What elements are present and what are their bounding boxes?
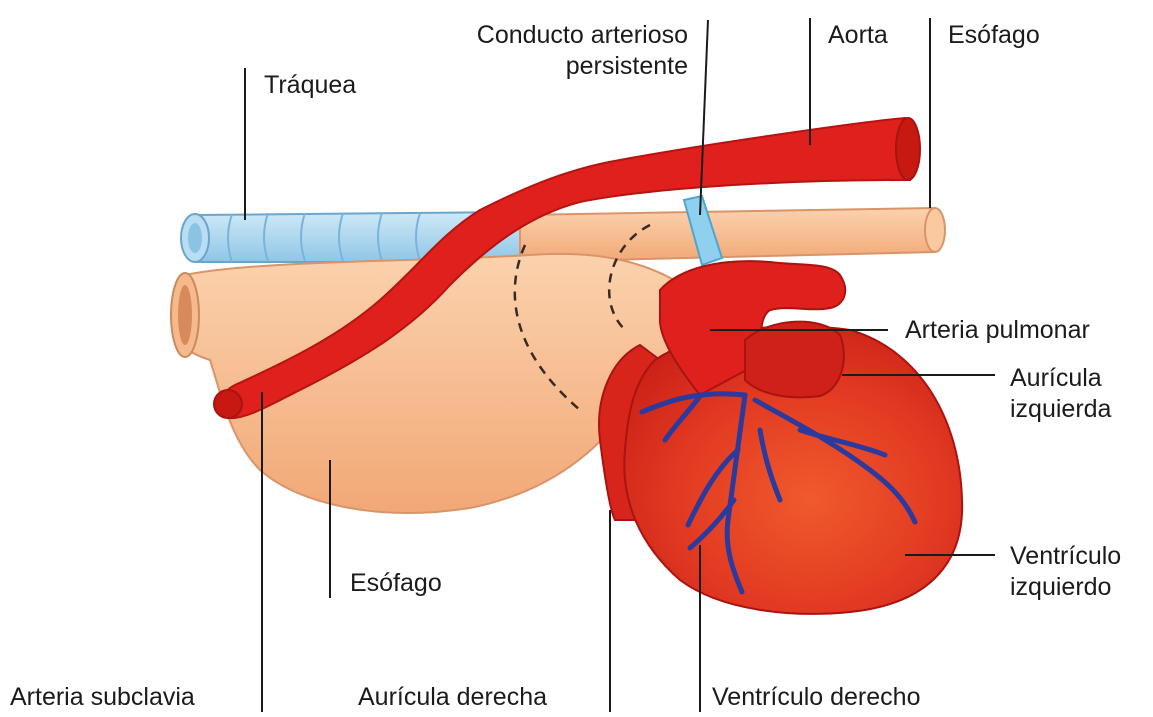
label-conducto-line2: persistente xyxy=(398,51,688,82)
label-arteria-subclavia: Arteria subclavia xyxy=(10,682,195,713)
label-ventriculo-izquierdo-line1: Ventrículo xyxy=(1010,541,1121,572)
label-auricula-derecha: Aurícula derecha xyxy=(358,682,547,713)
label-traquea: Tráquea xyxy=(264,70,356,101)
label-ventriculo-derecho: Ventrículo derecho xyxy=(712,682,920,713)
label-aorta: Aorta xyxy=(828,20,888,51)
label-auricula-izquierda-line2: izquierda xyxy=(1010,394,1111,425)
label-ventriculo-izquierdo: Ventrículo izquierdo xyxy=(1010,541,1121,603)
label-arteria-pulmonar: Arteria pulmonar xyxy=(905,315,1090,346)
label-ventriculo-izquierdo-line2: izquierdo xyxy=(1010,572,1121,603)
label-auricula-izquierda: Aurícula izquierda xyxy=(1010,363,1111,425)
label-auricula-izquierda-line1: Aurícula xyxy=(1010,363,1111,394)
label-conducto-line1: Conducto arterioso xyxy=(398,20,688,51)
label-esofago-bottom: Esófago xyxy=(350,568,442,599)
label-conducto-arterioso: Conducto arterioso persistente xyxy=(398,20,688,82)
label-esofago-top: Esófago xyxy=(948,20,1040,51)
